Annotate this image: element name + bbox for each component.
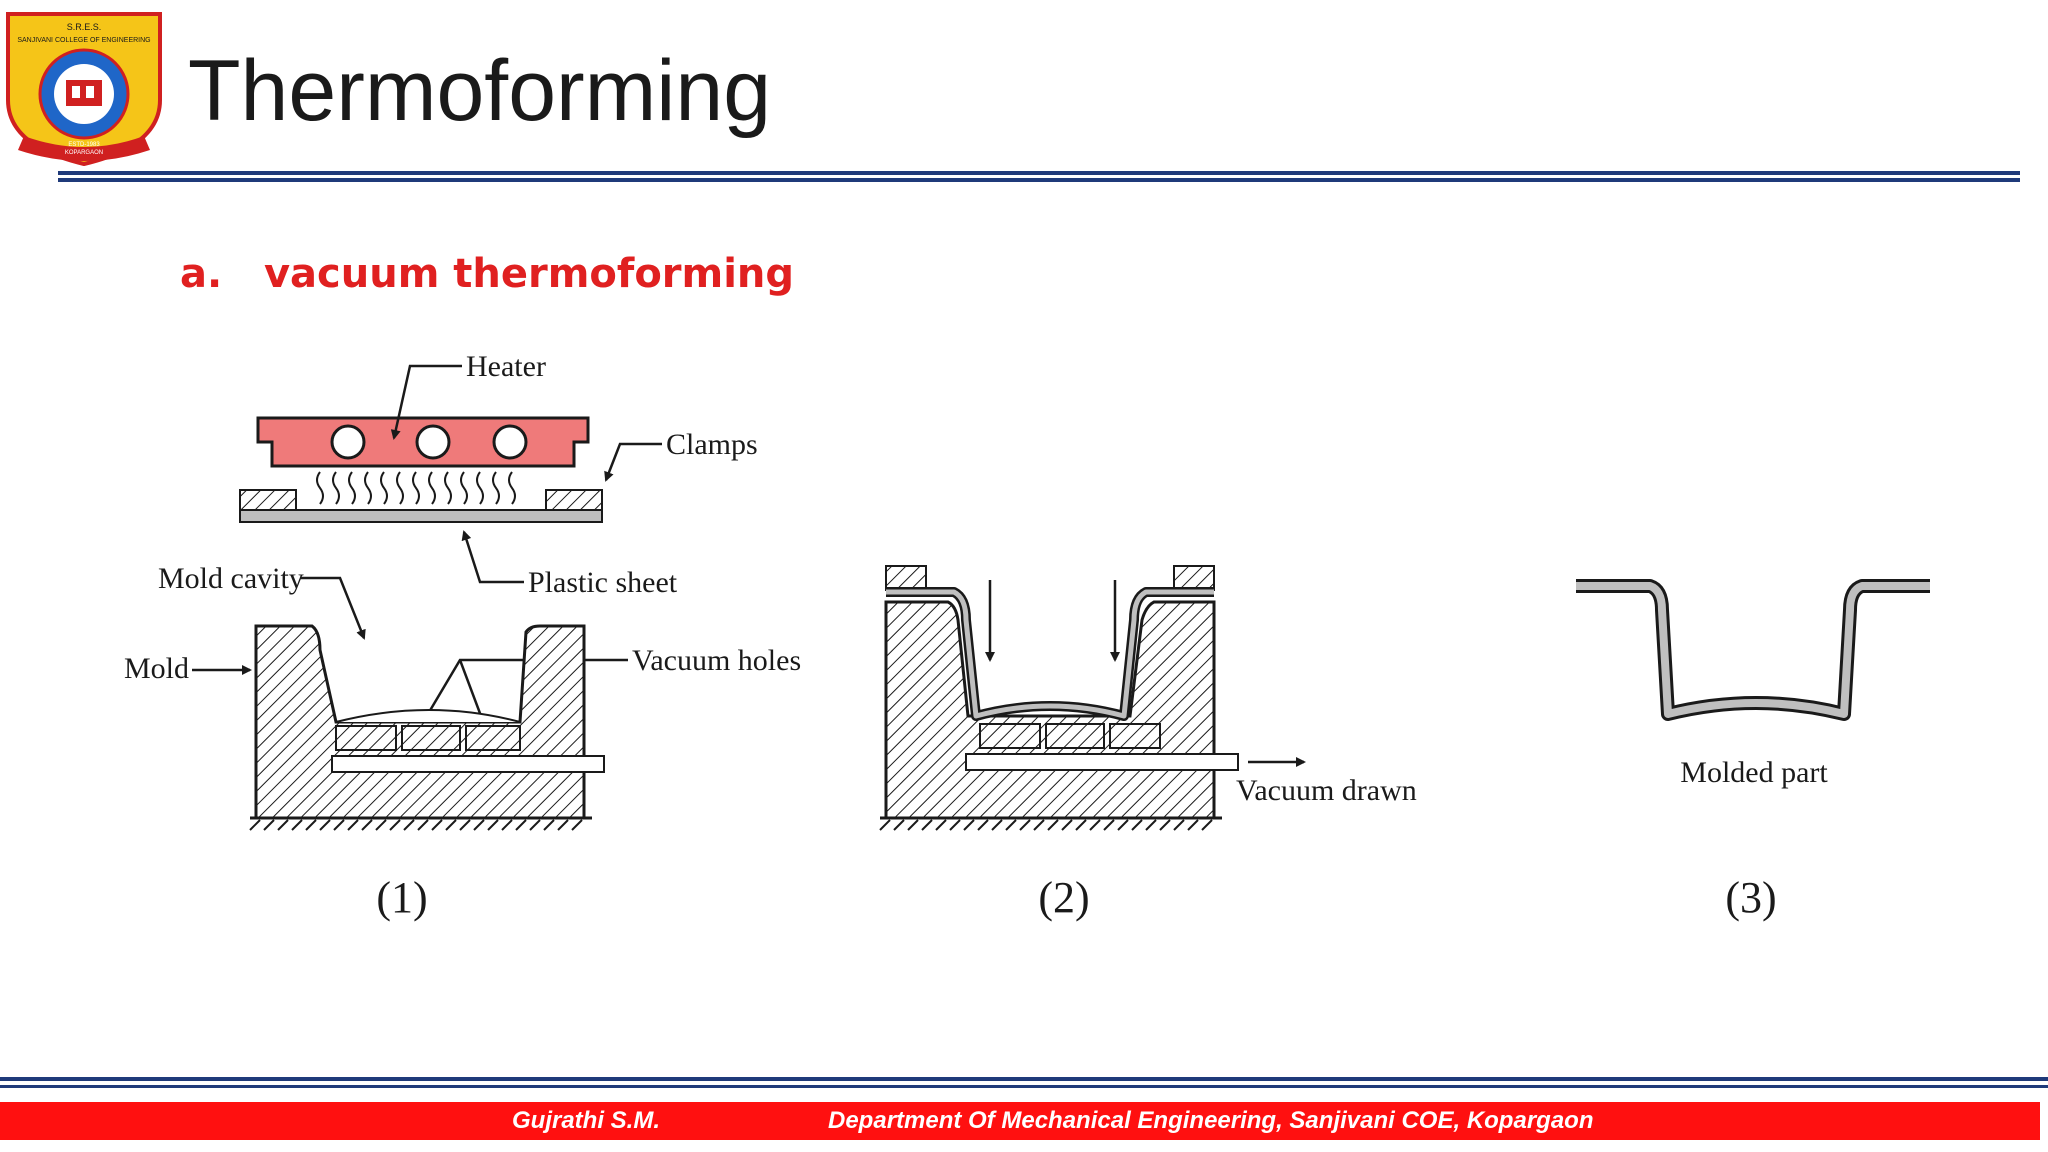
header-rule: [58, 178, 2020, 182]
label-mold-cavity: Mold cavity: [158, 562, 304, 595]
label-heater: Heater: [466, 350, 546, 383]
step-label-3: (3): [1725, 873, 1776, 922]
vacuum-thermoforming-diagram: a. vacuum thermoforming Heater Clamps Pl…: [100, 240, 2000, 960]
footer-rule: [0, 1085, 2048, 1088]
college-emblem-icon: S.R.E.S. SANJIVANI COLLEGE OF ENGINEERIN…: [6, 12, 162, 167]
diagram-heading: a. vacuum thermoforming: [180, 251, 794, 297]
clamp-right: [545, 489, 603, 511]
footer-rule: [0, 1077, 2048, 1081]
molded-part: [1576, 579, 1930, 721]
plastic-sheet: [239, 509, 603, 523]
slide-title: Thermoforming: [188, 43, 772, 139]
label-vacuum-drawn: Vacuum drawn: [1236, 774, 1417, 807]
label-vacuum-holes: Vacuum holes: [632, 644, 801, 677]
footer-bar: Gujrathi S.M. Department Of Mechanical E…: [0, 1102, 2040, 1140]
clamp-left: [239, 489, 297, 511]
logo-estd-text: ESTD-1983: [68, 142, 100, 148]
label-clamps: Clamps: [666, 428, 758, 461]
footer-department: Department Of Mechanical Engineering, Sa…: [828, 1107, 1594, 1134]
logo-place-text: KOPARGAON: [65, 150, 103, 156]
label-molded-part: Molded part: [1680, 756, 1828, 789]
step-label-1: (1): [376, 873, 427, 922]
step-label-2: (2): [1038, 873, 1089, 922]
label-mold: Mold: [124, 652, 189, 685]
logo-arc-text: SANJIVANI COLLEGE OF ENGINEERING: [17, 37, 150, 44]
footer-author: Gujrathi S.M.: [512, 1107, 661, 1134]
label-plastic-sheet: Plastic sheet: [528, 566, 678, 599]
header-rule: [58, 171, 2020, 175]
logo-top-text: S.R.E.S.: [67, 22, 102, 32]
